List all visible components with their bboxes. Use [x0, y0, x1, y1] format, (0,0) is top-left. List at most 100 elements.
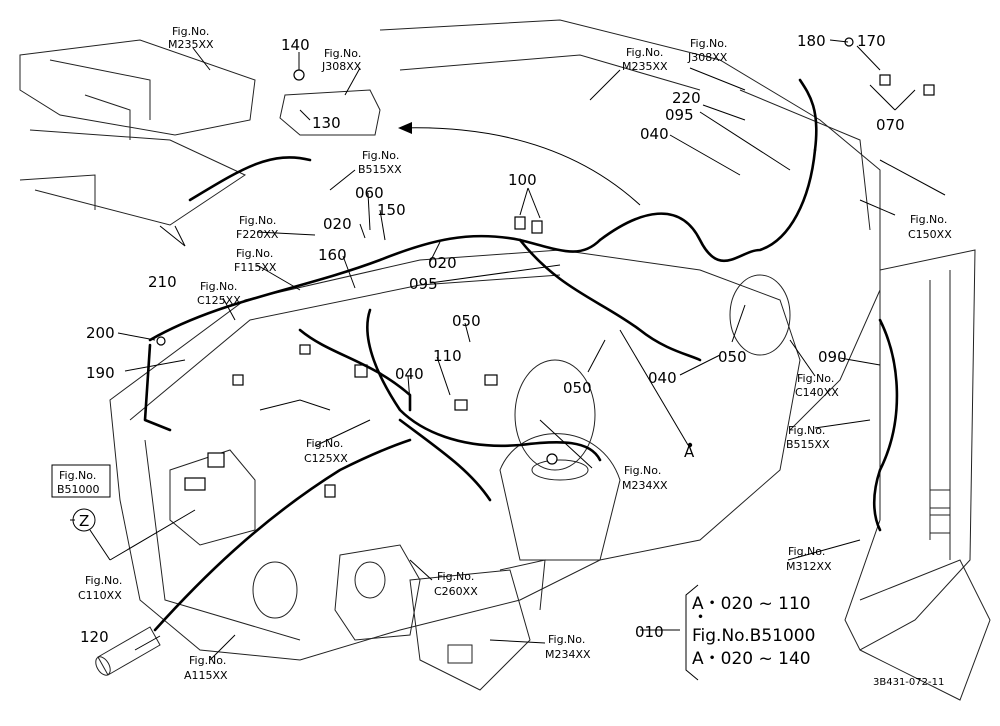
svg-text:J308XX: J308XX — [321, 60, 362, 73]
callout-070: 070 — [876, 116, 905, 134]
svg-text:Fig.No.: Fig.No. — [797, 372, 834, 385]
fig-ref-c125xx-mid: Fig.No. C125XX — [304, 437, 348, 465]
callout-z-circle — [72, 508, 96, 532]
fig-ref-c140xx: Fig.No. C140XX — [795, 372, 839, 399]
fig-references: Fig.No. M235XX Fig.No. J308XX Fig.No. M2… — [51, 25, 952, 682]
right-bracket-drawing — [844, 249, 991, 701]
reference-arrow — [398, 122, 641, 206]
svg-text:Fig.No.: Fig.No. — [624, 464, 661, 477]
callout-060: 060 — [355, 184, 384, 202]
callout-050: 050 — [563, 379, 592, 397]
callout-110: 110 — [433, 347, 462, 365]
callout-a: A — [684, 443, 695, 461]
svg-text:Fig.No.: Fig.No. — [690, 37, 727, 50]
fig-ref-c150xx: Fig.No. C150XX — [908, 213, 952, 241]
set-legend: A・020 ~ 110 ・ Fig.No.B51000 A・020 ~ 140 — [685, 584, 815, 681]
front-plate-drawing — [409, 559, 546, 691]
leader-lines — [70, 39, 946, 661]
fig-ref-f220xx: Fig.No. F220XX — [236, 214, 279, 241]
svg-text:Fig.No.: Fig.No. — [324, 47, 361, 60]
svg-text:C260XX: C260XX — [434, 585, 478, 598]
svg-text:Fig.No.: Fig.No. — [236, 247, 273, 260]
svg-text:Fig.No.: Fig.No. — [788, 545, 825, 558]
callout-095: 095 — [409, 275, 438, 293]
fig-ref-f115xx: Fig.No. F115XX — [234, 247, 277, 274]
legend-dot: ・ — [692, 608, 709, 628]
transmission-case-drawing — [109, 19, 881, 661]
callout-160: 160 — [318, 246, 347, 264]
svg-text:Fig.No.: Fig.No. — [172, 25, 209, 38]
svg-text:C125XX: C125XX — [197, 294, 241, 307]
callout-050: 050 — [718, 348, 747, 366]
callout-170: 170 — [857, 32, 886, 50]
legend-row-1: A・020 ~ 110 — [692, 594, 811, 614]
tube-part-120 — [95, 626, 161, 676]
callout-130: 130 — [312, 114, 341, 132]
callout-020: 020 — [323, 215, 352, 233]
fig-ref-a115xx: Fig.No. A115XX — [184, 654, 228, 682]
callout-100: 100 — [508, 171, 537, 189]
svg-text:A115XX: A115XX — [184, 669, 228, 682]
fig-ref-c110xx: Fig.No. C110XX — [78, 574, 122, 602]
svg-text:F220XX: F220XX — [236, 228, 279, 241]
svg-text:Fig.No.: Fig.No. — [626, 46, 663, 59]
callout-140: 140 — [281, 36, 310, 54]
svg-text:Fig.No.: Fig.No. — [788, 424, 825, 437]
svg-text:Fig.No.: Fig.No. — [85, 574, 122, 587]
callout-020: 020 — [428, 254, 457, 272]
svg-text:M234XX: M234XX — [545, 648, 591, 661]
wire-harness — [143, 78, 899, 632]
svg-text:Fig.No.: Fig.No. — [306, 437, 343, 450]
svg-text:J308XX: J308XX — [687, 51, 728, 64]
svg-text:Fig.No.: Fig.No. — [910, 213, 947, 226]
fig-ref-c125xx-top: Fig.No. C125XX — [197, 280, 241, 307]
callout-z: Z — [79, 512, 89, 530]
svg-text:Fig.No.: Fig.No. — [548, 633, 585, 646]
fig-ref-b51000: Fig.No. B51000 — [51, 464, 111, 498]
callout-040: 040 — [395, 365, 424, 383]
svg-text:C150XX: C150XX — [908, 228, 952, 241]
svg-text:F115XX: F115XX — [234, 261, 277, 274]
point-a-marker — [687, 442, 693, 448]
fig-ref-b515xx-right: Fig.No. B515XX — [786, 424, 830, 451]
fig-ref-j308xx-mid: Fig.No. J308XX — [321, 47, 362, 73]
fig-ref-m234xx-bottom: Fig.No. M234XX — [545, 633, 591, 661]
svg-text:M234XX: M234XX — [622, 479, 668, 492]
frame-left-drawing — [19, 39, 256, 226]
callout-200: 200 — [86, 324, 115, 342]
svg-text:M312XX: M312XX — [786, 560, 832, 573]
svg-text:Fig.No.: Fig.No. — [59, 469, 96, 482]
svg-text:Fig.No.: Fig.No. — [189, 654, 226, 667]
valve-drawing — [169, 449, 256, 546]
callout-040: 040 — [648, 369, 677, 387]
svg-text:Fig.No.: Fig.No. — [200, 280, 237, 293]
svg-text:Fig.No.: Fig.No. — [362, 149, 399, 162]
callout-220: 220 — [672, 89, 701, 107]
callout-095: 095 — [665, 106, 694, 124]
fig-ref-m235xx-mid: Fig.No. M235XX — [622, 46, 668, 73]
fig-ref-c260xx: Fig.No. C260XX — [434, 570, 478, 598]
fig-ref-m235xx-left: Fig.No. M235XX — [168, 25, 214, 51]
top-plate-drawing — [279, 89, 381, 136]
svg-text:C110XX: C110XX — [78, 589, 122, 602]
sensor-switch-drawings — [156, 37, 935, 498]
callout-040: 040 — [640, 125, 669, 143]
svg-text:C140XX: C140XX — [795, 386, 839, 399]
callout-210: 210 — [148, 273, 177, 291]
svg-text:C125XX: C125XX — [304, 452, 348, 465]
svg-text:M235XX: M235XX — [622, 60, 668, 73]
svg-text:B515XX: B515XX — [786, 438, 830, 451]
callout-190: 190 — [86, 364, 115, 382]
callout-010: 010 — [635, 623, 664, 641]
pump-drawing — [334, 544, 421, 641]
drawing-code: 3B431-072-11 — [873, 677, 944, 688]
legend-row-3: A・020 ~ 140 — [692, 649, 811, 669]
svg-text:Fig.No.: Fig.No. — [239, 214, 276, 227]
svg-text:B51000: B51000 — [57, 483, 100, 496]
fig-ref-m234xx-mid: Fig.No. M234XX — [622, 464, 668, 492]
callout-090: 090 — [818, 348, 847, 366]
fig-ref-j308xx-right: Fig.No. J308XX — [687, 37, 728, 64]
fig-ref-b515xx-top: Fig.No. B515XX — [358, 149, 402, 176]
callout-150: 150 — [377, 201, 406, 219]
